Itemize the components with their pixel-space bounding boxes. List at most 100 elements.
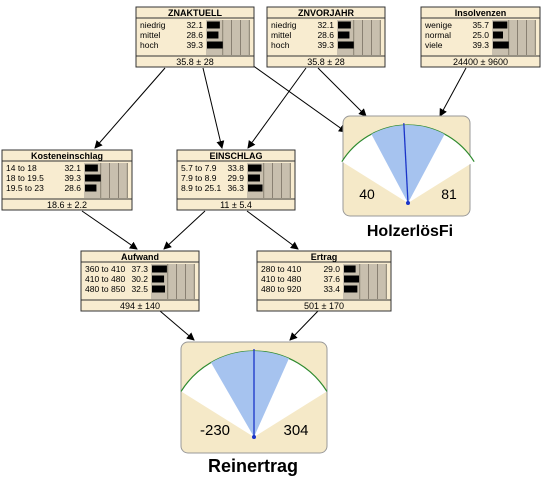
state-label: normal [425,30,451,40]
state-value: 29.9 [227,173,244,183]
state-bar [85,164,98,172]
state-label: 480 to 920 [261,284,301,294]
state-bar [344,265,356,273]
state-bar [248,184,263,192]
gauge-pivot [406,201,410,205]
state-bar [85,184,97,192]
state-label: mittel [271,30,291,40]
node-title: Ertrag [311,252,338,262]
state-value: 32.1 [186,20,203,30]
state-value: 37.3 [131,264,148,274]
edge-znaktuell-kosteneinschlag [94,67,166,149]
node-summary: 35.8 ± 28 [307,57,344,67]
edges [81,59,467,341]
state-bar [338,21,351,29]
state-value: 28.6 [186,30,203,40]
gauge-min-label: -230 [200,422,230,439]
state-bar [493,21,508,29]
node-summary: 494 ± 140 [120,301,160,311]
state-label: viele [425,40,443,50]
gauge-max-label: 81 [441,186,457,202]
edge-aufwand-reinertrag [159,310,195,341]
node-title: Kosteneinschlag [31,151,103,161]
state-bar [338,31,350,39]
state-bar [152,285,165,293]
state-label: 280 to 410 [261,264,301,274]
node-title: Insolvenzen [455,8,507,18]
state-value: 35.7 [472,20,489,30]
state-bar [493,31,503,39]
state-bar [248,174,260,182]
edge-einschlag-aufwand [163,210,206,250]
state-bar [85,174,101,182]
gauge-title: HolzerlösFi [367,223,453,240]
edge-znvorjahr-holzerloesfi [317,67,367,117]
state-value: 33.8 [227,163,244,173]
state-value: 32.5 [131,284,148,294]
gauge-arc [341,124,475,162]
state-value: 25.0 [472,30,489,40]
node-title: ZNVORJAHR [298,8,355,18]
node-summary: 18.6 ± 2.2 [47,200,87,210]
state-label: 14 to 18 [6,163,37,173]
gauge-pivot [252,435,256,439]
state-value: 39.3 [186,40,203,50]
state-value: 30.2 [131,274,148,284]
gauge-holzerloesfi[interactable]: 40 81 [341,115,475,217]
node-title: ZNAKTUELL [168,8,222,18]
edge-znvorjahr-einschlag [247,67,307,149]
state-bar [344,285,358,293]
node-summary: 35.8 ± 28 [176,57,213,67]
state-value: 37.6 [323,274,340,284]
gauge-needle [403,123,409,204]
gauge-wedge [211,351,289,437]
state-label: hoch [271,40,290,50]
edge-kosteneinschlag-aufwand [81,210,138,250]
edge-insolvenzen-holzerloesfi [439,67,467,117]
state-label: niedrig [140,20,166,30]
state-value: 28.6 [317,30,334,40]
state-value: 39.3 [472,40,489,50]
state-label: 5.7 to 7.9 [181,163,217,173]
gauge-title: Reinertrag [208,456,298,476]
state-value: 32.1 [64,163,81,173]
state-value: 39.3 [64,173,81,183]
state-label: 7.9 to 8.9 [181,173,217,183]
state-label: 410 to 480 [261,274,301,284]
state-label: 410 to 480 [85,274,125,284]
state-label: 19.5 to 23 [6,183,44,193]
state-value: 39.3 [317,40,334,50]
state-value: 33.4 [323,284,340,294]
state-value: 28.6 [64,183,81,193]
edge-znaktuell-holzerloesfi [244,59,347,133]
gauge-min-label: 40 [359,186,375,202]
state-bar [207,21,220,29]
state-label: hoch [140,40,159,50]
state-bar [207,31,219,39]
state-label: 8.9 to 25.1 [181,183,221,193]
gauge-reinertrag[interactable]: -230 304 [180,341,328,454]
state-label: 480 to 850 [85,284,125,294]
node-summary: 501 ± 170 [304,301,344,311]
gauge-max-label: 304 [283,422,308,439]
node-title: Aufwand [121,252,159,262]
state-value: 32.1 [317,20,334,30]
state-label: mittel [140,30,160,40]
state-label: wenige [424,20,452,30]
edge-einschlag-ertrag [246,210,299,250]
state-bar [207,41,223,49]
state-bar [493,41,509,49]
state-bar [344,275,360,283]
node-summary: 24400 ± 9600 [453,57,508,67]
state-bar [248,164,262,172]
